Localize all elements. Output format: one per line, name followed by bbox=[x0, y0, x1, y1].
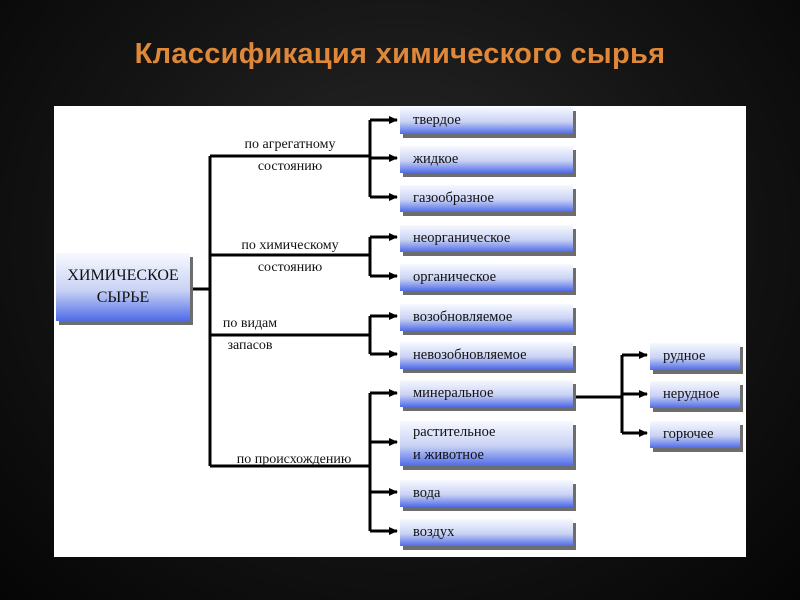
node-mineral: минеральное bbox=[400, 380, 573, 407]
branch-label-origin: по происхождению bbox=[236, 452, 352, 467]
branch-label-aggregate: по агрегатному состоянию bbox=[244, 137, 336, 175]
node-liquid: жидкое bbox=[400, 146, 573, 173]
node-solid: твердое bbox=[400, 107, 573, 134]
node-gaseous: газообразное bbox=[400, 185, 573, 212]
node-plant-animal: растительное и животное bbox=[400, 421, 573, 466]
node-renewable: возобновляемое bbox=[400, 304, 573, 331]
node-ore: рудное bbox=[650, 343, 740, 370]
node-water: вода bbox=[400, 480, 573, 507]
node-combustible: горючее bbox=[650, 421, 740, 448]
slide-title: Классификация химического сырья bbox=[134, 38, 666, 70]
node-nonrenewable: невозобновляемое bbox=[400, 342, 573, 369]
node-organic: органическое bbox=[400, 264, 573, 291]
root-node: ХИМИЧЕСКОЕ СЫРЬЕ bbox=[56, 253, 190, 321]
branch-label-reserves: по видам запасов bbox=[222, 316, 278, 354]
node-inorganic: неорганическое bbox=[400, 225, 573, 252]
branch-label-chemical: по химическому состоянию bbox=[241, 238, 339, 276]
node-nonore: нерудное bbox=[650, 381, 740, 408]
node-air: воздух bbox=[400, 519, 573, 546]
